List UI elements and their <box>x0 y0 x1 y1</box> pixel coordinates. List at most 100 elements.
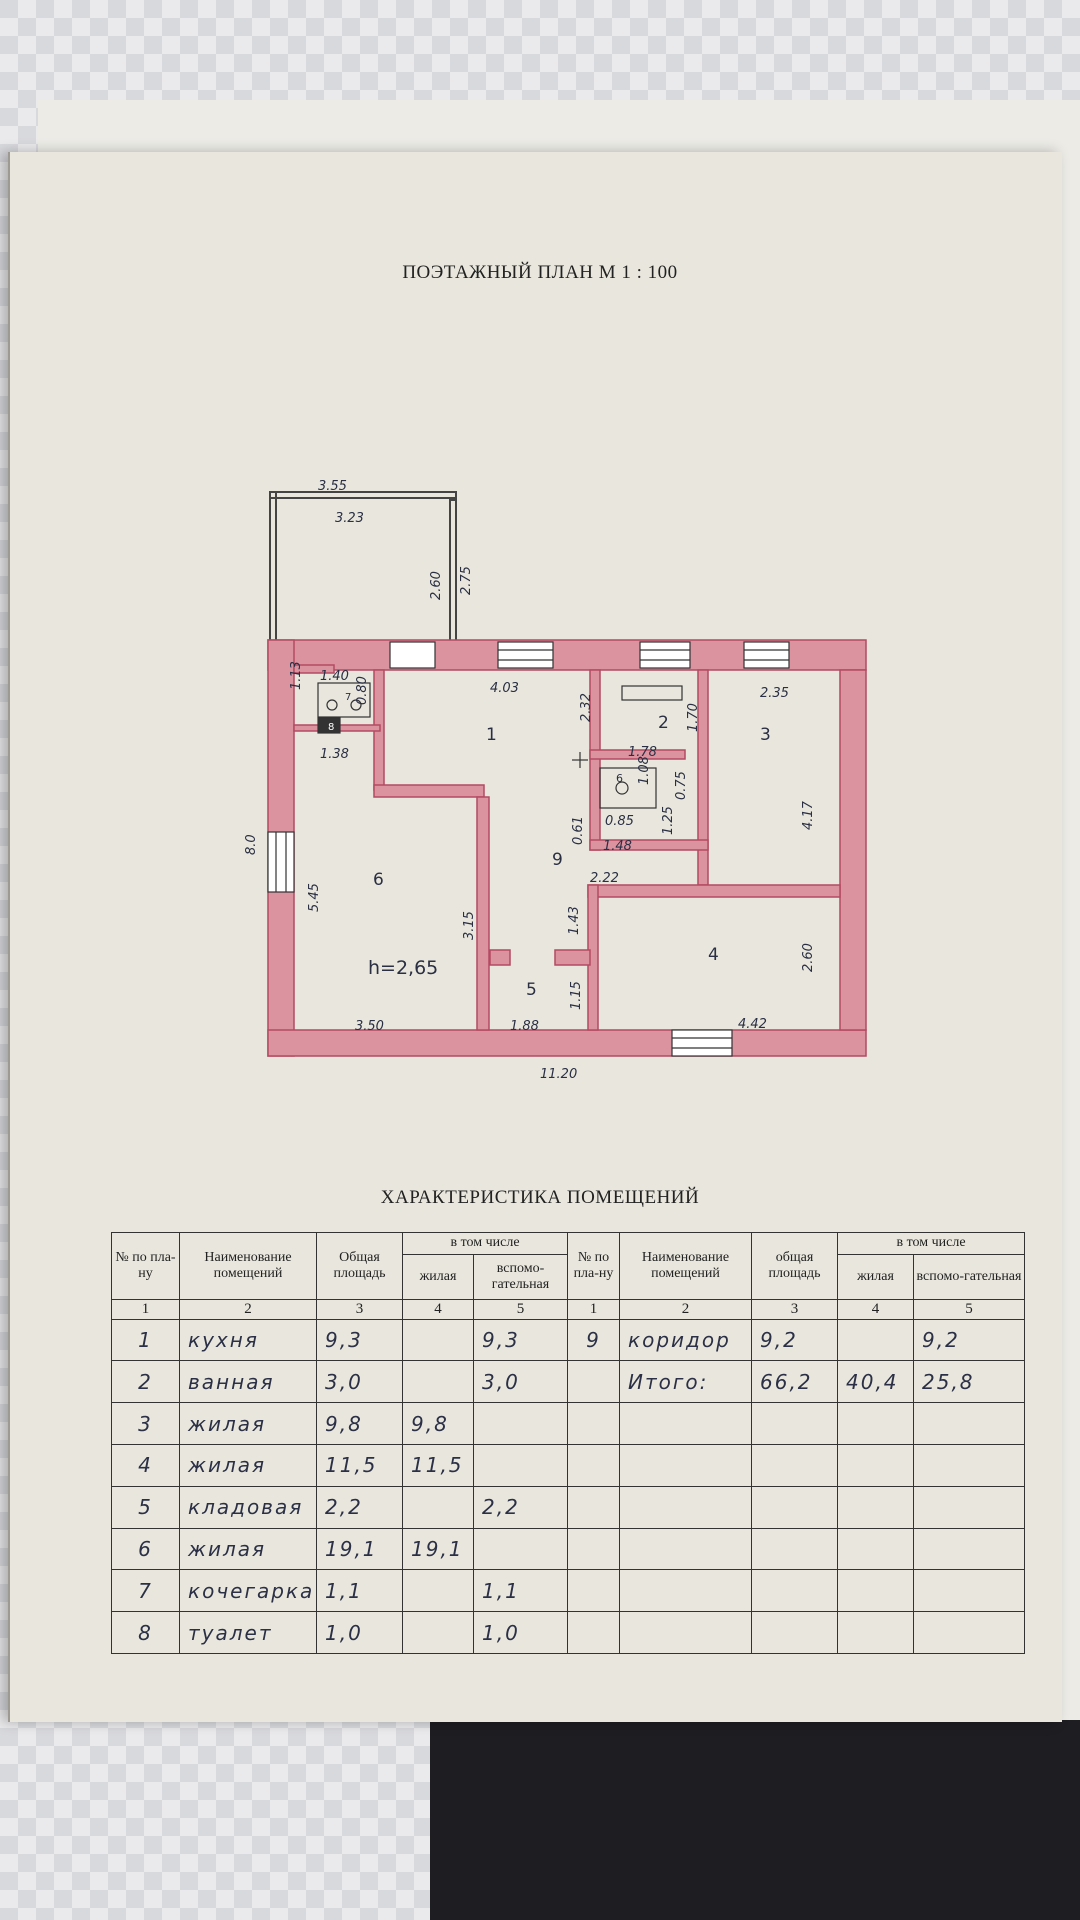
cell-name: кухня <box>179 1318 317 1362</box>
cell-rtotal <box>751 1485 838 1529</box>
cell-rtotal <box>751 1569 838 1613</box>
cell-living <box>402 1485 474 1529</box>
col-aux: вспомо-гательная <box>473 1253 568 1300</box>
svg-text:4: 4 <box>708 945 719 965</box>
cell-rn <box>567 1485 620 1529</box>
svg-text:11.20: 11.20 <box>540 1067 577 1082</box>
table-title: ХАРАКТЕРИСТИКА ПОМЕЩЕНИЙ <box>380 1187 700 1208</box>
svg-text:1: 1 <box>486 725 497 745</box>
svg-text:4.42: 4.42 <box>738 1017 767 1032</box>
cell-name: жилая <box>179 1402 317 1446</box>
cell-aux: 2,2 <box>473 1485 568 1529</box>
cell-rtotal <box>751 1611 838 1654</box>
cell-total: 1,0 <box>316 1611 403 1654</box>
cell-rn <box>567 1611 620 1654</box>
cell-total: 2,2 <box>316 1485 403 1529</box>
cell-raux <box>913 1485 1025 1529</box>
cell-raux: 9,2 <box>913 1318 1025 1362</box>
svg-text:3: 3 <box>760 725 771 745</box>
svg-text:2.60: 2.60 <box>429 571 444 600</box>
col-num: № по пла-ну <box>111 1232 180 1300</box>
cell-living: 11,5 <box>402 1444 474 1487</box>
cell-rname <box>619 1485 752 1529</box>
svg-text:1.43: 1.43 <box>567 906 582 935</box>
svg-text:1.78: 1.78 <box>628 745 657 760</box>
cell-raux <box>913 1527 1025 1571</box>
cell-raux <box>913 1569 1025 1613</box>
col-total-r: общая площадь <box>751 1232 838 1300</box>
cell-rliving <box>837 1485 914 1529</box>
cell-rname <box>619 1569 752 1613</box>
cell-living <box>402 1318 474 1362</box>
cell-rtotal: 66,2 <box>751 1360 838 1404</box>
floor-plan: 3.55 3.23 2.60 2.75 4.03 2.32 1.78 1.70 … <box>244 479 867 1082</box>
cell-rname: коридор <box>619 1318 752 1362</box>
cell-aux: 9,3 <box>473 1318 568 1362</box>
cell-rn <box>567 1402 620 1446</box>
col-name: Наименование помещений <box>179 1232 317 1300</box>
cell-rtotal <box>751 1444 838 1487</box>
svg-text:0.80: 0.80 <box>355 676 370 705</box>
svg-text:8: 8 <box>328 722 334 733</box>
svg-text:8.0: 8.0 <box>244 834 259 855</box>
cell-name: ванная <box>179 1360 317 1404</box>
svg-text:1.08: 1.08 <box>637 756 652 785</box>
cell-rtotal <box>751 1402 838 1446</box>
cell-rtotal <box>751 1527 838 1571</box>
cell-raux <box>913 1444 1025 1487</box>
cell-name: кладовая <box>179 1485 317 1529</box>
cell-aux <box>473 1402 568 1446</box>
cell-total: 9,8 <box>316 1402 403 1446</box>
cell-rname <box>619 1444 752 1487</box>
svg-text:2.75: 2.75 <box>459 566 474 595</box>
cell-aux: 1,1 <box>473 1569 568 1613</box>
cell-rliving <box>837 1402 914 1446</box>
svg-text:h=2,65: h=2,65 <box>368 957 438 979</box>
cell-rliving <box>837 1611 914 1654</box>
cell-name: жилая <box>179 1444 317 1487</box>
svg-text:1.70: 1.70 <box>686 703 701 732</box>
svg-text:2: 2 <box>658 713 669 733</box>
cell-n: 5 <box>111 1485 180 1529</box>
rooms-table: № по пла-ну Наименование помещений Общая… <box>111 1232 1025 1654</box>
cell-raux <box>913 1611 1025 1654</box>
cell-total: 19,1 <box>316 1527 403 1571</box>
svg-text:1.25: 1.25 <box>661 806 676 835</box>
svg-text:2.35: 2.35 <box>760 686 789 701</box>
svg-text:1.40: 1.40 <box>320 669 349 684</box>
cell-n: 1 <box>111 1318 180 1362</box>
svg-text:5.45: 5.45 <box>307 883 322 912</box>
dimension-labels: 3.55 3.23 2.60 2.75 4.03 2.32 1.78 1.70 … <box>244 479 816 1082</box>
svg-text:0.85: 0.85 <box>605 814 634 829</box>
cell-n: 6 <box>111 1527 180 1571</box>
cell-aux <box>473 1444 568 1487</box>
cell-n: 2 <box>111 1360 180 1404</box>
cell-rn: 9 <box>567 1318 620 1362</box>
cell-rn <box>567 1360 620 1404</box>
cell-rn <box>567 1527 620 1571</box>
svg-text:7: 7 <box>345 692 351 703</box>
svg-text:1.13: 1.13 <box>289 661 304 690</box>
svg-text:5: 5 <box>526 980 537 1000</box>
walls <box>267 491 867 1057</box>
svg-text:2.22: 2.22 <box>590 871 619 886</box>
svg-text:3.50: 3.50 <box>355 1019 384 1034</box>
windows <box>267 641 790 1057</box>
cell-raux: 25,8 <box>913 1360 1025 1404</box>
plan-title: ПОЭТАЖНЫЙ ПЛАН М 1 : 100 <box>402 262 678 283</box>
cell-n: 8 <box>111 1611 180 1654</box>
col-num-r: № по пла-ну <box>567 1232 620 1300</box>
cell-rname <box>619 1402 752 1446</box>
col-aux-r: вспомо-гательная <box>913 1253 1025 1300</box>
cell-name: кочегарка <box>179 1569 317 1613</box>
cell-rname <box>619 1611 752 1654</box>
svg-text:1.15: 1.15 <box>569 981 584 1010</box>
col-total: Общая площадь <box>316 1232 403 1300</box>
